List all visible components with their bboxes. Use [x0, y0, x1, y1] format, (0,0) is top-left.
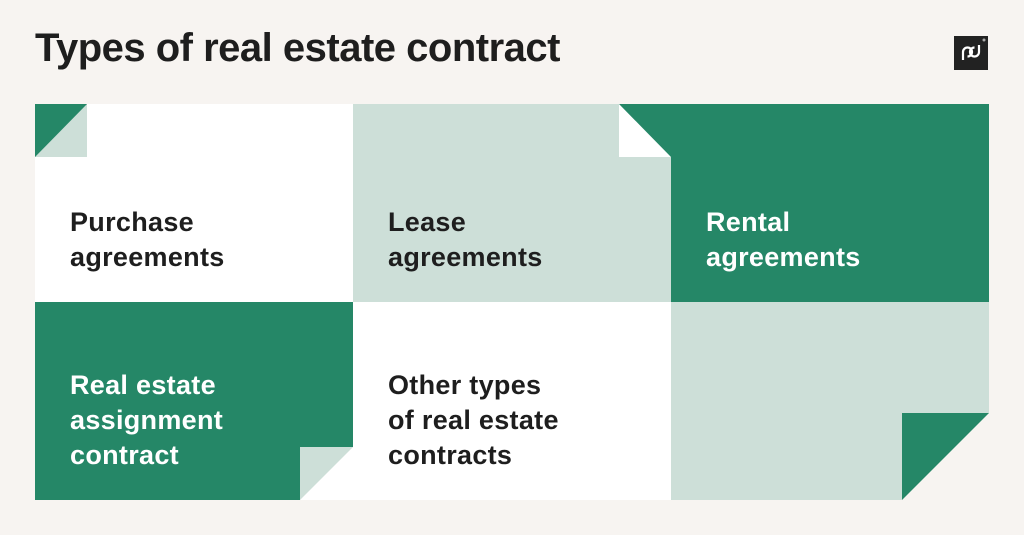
card-label-other: Other types of real estate contracts — [388, 370, 559, 470]
fold-corner-assignment-flap — [300, 447, 353, 500]
fold-corner-lease-flap — [619, 104, 671, 157]
fold-corner-purchase-flap — [35, 104, 87, 157]
card-lease-bg — [353, 104, 671, 302]
page-title: Types of real estate contract — [35, 26, 560, 70]
card-purchase-bg — [35, 104, 353, 302]
card-rental-bg — [671, 104, 989, 302]
card-label-purchase: Purchase agreements — [70, 207, 225, 272]
card-other-bg — [353, 302, 671, 500]
card-label-rental: Rental agreements — [706, 207, 861, 272]
fold-corner-empty-flap — [902, 413, 989, 500]
card-label-assignment: Real estate assignment contract — [70, 370, 224, 470]
card-label-lease: Lease agreements — [388, 207, 543, 272]
pandadoc-logo-icon — [954, 36, 988, 70]
